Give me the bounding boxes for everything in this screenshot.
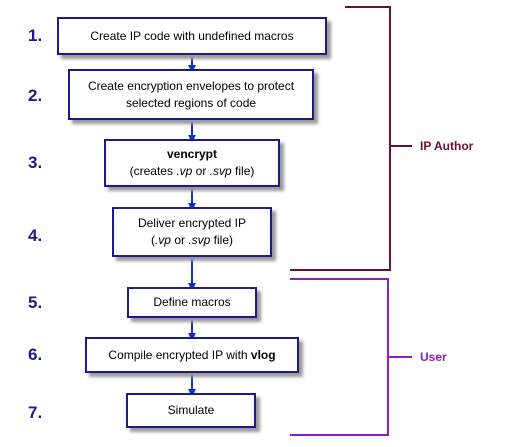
step-3-ext-vp: .vp [176,164,193,178]
step-box-5: Define macros [127,287,257,318]
step-box-2: Create encryption envelopes to protect s… [68,69,314,120]
step-text-5: Define macros [153,295,231,309]
step-number-6: 6. [28,345,43,364]
step-4-paren-open: ( [150,233,155,247]
step-3-paren-open: (creates [129,164,177,178]
user-label: User [420,350,447,364]
step-number-7: 7. [28,403,43,422]
step-number-2: 2. [28,86,43,105]
step-3-ext-svp: .svp [209,164,232,178]
ip-author-label: IP Author [420,139,474,153]
step-box-6: Compile encrypted IP with vlog [85,337,299,373]
step-text-1: Create IP code with undefined macros [90,28,294,43]
step-3-paren-close: file) [231,164,255,178]
step-box-7: Simulate [126,393,256,428]
step-text-4-line-1: Deliver encrypted IP [137,216,247,230]
step-number-3: 3. [28,153,43,172]
step-4-ext-svp: .svp [188,233,211,247]
step-text-3-line-2: (creates .vp or .svp file) [130,163,255,180]
step-box-4: Deliver encrypted IP (.vp or .svp file) [112,207,272,257]
step-number-1: 1. [28,26,43,45]
step-text-6: Compile encrypted IP with vlog [108,347,275,364]
step-text-4-line-2: (.vp or .svp file) [151,232,233,249]
step-4-paren-close: file) [210,233,234,247]
step-text-7: Simulate [167,403,215,417]
step-number-4: 4. [28,226,43,245]
step-number-5: 5. [28,293,43,312]
step-3-or: or [192,164,210,178]
step-4-ext-vp: .vp [154,233,171,247]
step-6-text: Compile encrypted IP with [108,347,251,362]
step-text-2-line-2: selected regions of code [125,95,257,110]
step-text-2-line-1: Create encryption envelopes to protect [87,78,295,93]
step-box-1: Create IP code with undefined macros [57,17,327,55]
step-text-3-line-1: vencrypt [166,147,218,161]
step-box-3: vencrypt (creates .vp or .svp file) [104,139,280,187]
step-6-command: vlog [250,347,276,362]
user-bracket [290,278,389,436]
ip-author-bracket [290,6,391,271]
step-4-or: or [170,233,189,247]
